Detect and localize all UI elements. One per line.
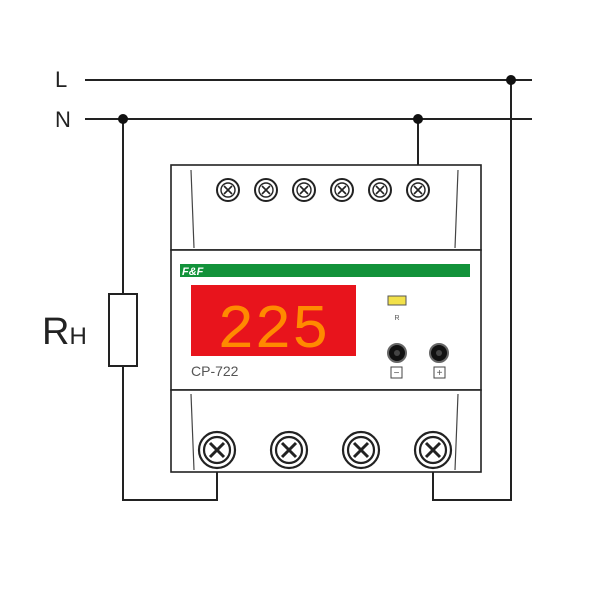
brand-stripe bbox=[180, 264, 470, 277]
terminal-screw bbox=[406, 178, 430, 202]
junction-dot bbox=[413, 114, 423, 124]
junction-dot bbox=[506, 75, 516, 85]
terminal-screw bbox=[254, 178, 278, 202]
terminal-screw bbox=[368, 178, 392, 202]
minus-label-box bbox=[390, 366, 403, 379]
terminal-screw bbox=[197, 430, 237, 470]
top-terminals bbox=[216, 178, 430, 202]
wire-l-to-terminal bbox=[432, 80, 512, 501]
terminal-screw bbox=[330, 178, 354, 202]
line-n-label: N bbox=[55, 107, 71, 132]
plus-label: + bbox=[437, 368, 443, 379]
top-module bbox=[170, 164, 482, 251]
minus-label: − bbox=[394, 368, 400, 379]
bottom-terminals bbox=[197, 430, 453, 470]
load-resistor bbox=[108, 293, 138, 367]
led-label: R bbox=[394, 315, 399, 322]
plus-label-box bbox=[433, 366, 446, 379]
minus-button[interactable] bbox=[387, 343, 407, 363]
junctions bbox=[118, 75, 516, 124]
supply-lines: L N bbox=[55, 67, 532, 132]
display bbox=[191, 285, 356, 356]
terminal-screw bbox=[292, 178, 316, 202]
junction-dot bbox=[118, 114, 128, 124]
wires bbox=[122, 80, 512, 501]
line-l-label: L bbox=[55, 67, 67, 92]
brand-logo: F&F bbox=[182, 266, 204, 278]
model-label: CP-722 bbox=[191, 363, 239, 379]
load-label: RH bbox=[42, 311, 87, 353]
terminal-screw bbox=[413, 430, 453, 470]
led-indicator bbox=[387, 295, 407, 306]
plus-button[interactable] bbox=[429, 343, 449, 363]
display-value: 225 bbox=[217, 295, 329, 366]
terminal-screw bbox=[216, 178, 240, 202]
wire-load-to-terminal bbox=[122, 366, 218, 501]
terminal-screw bbox=[269, 430, 309, 470]
terminal-screw bbox=[341, 430, 381, 470]
